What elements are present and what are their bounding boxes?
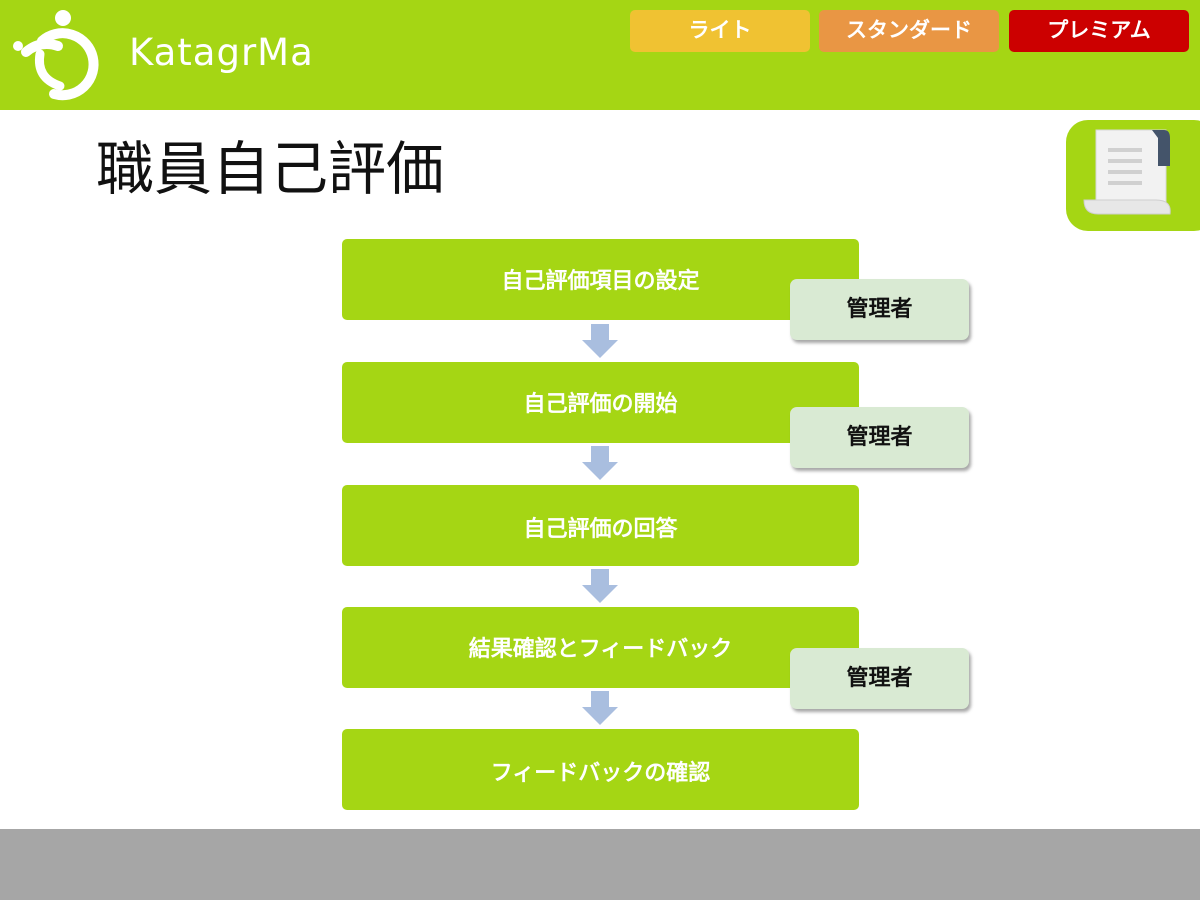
flow-step-4[interactable]: 結果確認とフィードバック bbox=[342, 607, 859, 688]
admin-badge-1: 管理者 bbox=[790, 279, 969, 340]
footer-bar bbox=[0, 829, 1200, 900]
document-scroll-icon bbox=[1083, 129, 1171, 215]
flow-step-1[interactable]: 自己評価項目の設定 bbox=[342, 239, 859, 320]
flow-step-label: 自己評価項目の設定 bbox=[501, 269, 700, 294]
page-title: 職員自己評価 bbox=[96, 135, 445, 203]
flow-step-5[interactable]: フィードバックの確認 bbox=[342, 729, 859, 810]
arrow-down-icon bbox=[582, 324, 618, 358]
plan-premium-button[interactable]: プレミアム bbox=[1009, 10, 1189, 52]
arrow-down-icon bbox=[582, 691, 618, 725]
flow-step-label: フィードバックの確認 bbox=[490, 761, 711, 786]
header-bar: KatagrMa ライト スタンダード プレミアム bbox=[0, 0, 1200, 110]
katagrma-logo-icon bbox=[13, 10, 99, 101]
flow-step-label: 結果確認とフィードバック bbox=[468, 637, 733, 662]
brand-name: KatagrMa bbox=[129, 31, 314, 74]
admin-badge-3: 管理者 bbox=[790, 648, 969, 709]
admin-badge-2: 管理者 bbox=[790, 407, 969, 468]
arrow-down-icon bbox=[582, 569, 618, 603]
plan-standard-button[interactable]: スタンダード bbox=[819, 10, 999, 52]
flow-step-label: 自己評価の開始 bbox=[523, 392, 678, 417]
flow-step-2[interactable]: 自己評価の開始 bbox=[342, 362, 859, 443]
plan-lite-button[interactable]: ライト bbox=[630, 10, 810, 52]
flow-step-3[interactable]: 自己評価の回答 bbox=[342, 485, 859, 566]
arrow-down-icon bbox=[582, 446, 618, 480]
flow-step-label: 自己評価の回答 bbox=[523, 517, 678, 542]
